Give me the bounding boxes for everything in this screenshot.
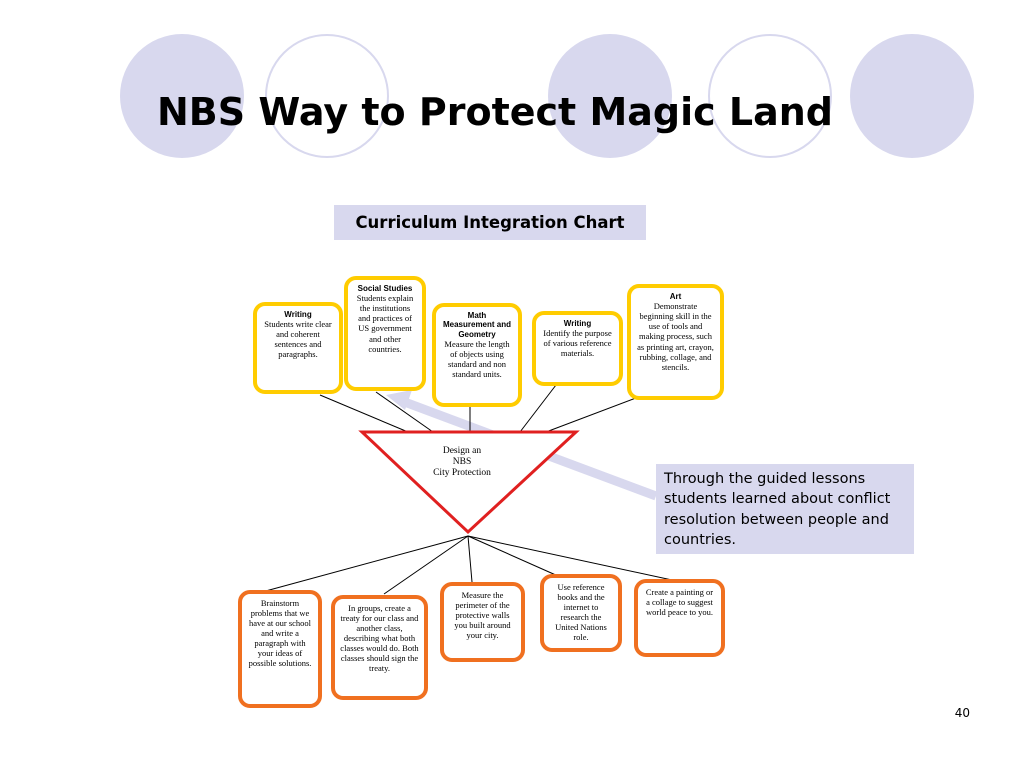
top-box-heading: Math Measurement and Geometry (442, 311, 512, 339)
top-box-writing-2: Writing Identify the purpose of various … (532, 311, 623, 386)
bottom-box-text: Use reference books and the internet to … (555, 582, 607, 643)
connector-bottom-5 (467, 535, 673, 581)
top-box-heading: Writing (563, 319, 592, 328)
connector-top-2 (375, 391, 434, 433)
top-box-text: Demonstrate beginning skill in the use o… (637, 301, 714, 372)
center-label: Design an NBS City Protection (410, 446, 514, 479)
top-box-text: Students explain the institutions and pr… (356, 293, 414, 354)
callout-arrow-head (386, 390, 412, 410)
bottom-box-research: Use reference books and the internet to … (540, 574, 622, 652)
decor-circle (120, 34, 244, 158)
chart-subtitle-text: Curriculum Integration Chart (355, 213, 625, 232)
top-box-text: Identify the purpose of various referenc… (543, 328, 612, 359)
decor-circle (265, 34, 389, 158)
bottom-box-treaty: In groups, create a treaty for our class… (331, 595, 428, 700)
center-label-line: Design an (442, 446, 482, 456)
decor-circle (548, 34, 672, 158)
bottom-box-perimeter: Measure the perimeter of the protective … (440, 582, 525, 662)
top-box-social-studies: Social Studies Students explain the inst… (344, 276, 426, 391)
center-triangle (358, 430, 580, 535)
top-box-writing: Writing Students write clear and coheren… (253, 302, 343, 394)
bottom-box-text: Measure the perimeter of the protective … (454, 590, 511, 641)
bottom-box-text: In groups, create a treaty for our class… (340, 603, 419, 674)
connector-bottom-2 (383, 535, 469, 595)
bottom-box-text: Brainstorm problems that we have at our … (248, 598, 312, 669)
center-label-line: City Protection (433, 467, 491, 478)
center-label-line: NBS (452, 456, 472, 467)
connector-top-4 (519, 384, 557, 433)
top-box-text: Measure the length of objects using stan… (444, 339, 510, 380)
bottom-box-text: Create a painting or a collage to sugges… (645, 587, 714, 618)
page-number: 40 (954, 706, 970, 720)
top-box-heading: Art (669, 292, 682, 301)
decor-circle (708, 34, 832, 158)
bottom-box-brainstorm: Brainstorm problems that we have at our … (238, 590, 322, 708)
callout-note-text: Through the guided lessons students lear… (664, 471, 891, 548)
connector-bottom-3 (467, 535, 473, 583)
top-box-art: Art Demonstrate beginning skill in the u… (627, 284, 724, 400)
top-box-heading: Social Studies (357, 284, 413, 293)
callout-note: Through the guided lessons students lear… (656, 464, 914, 554)
top-box-heading: Writing (284, 310, 312, 319)
chart-subtitle: Curriculum Integration Chart (334, 205, 646, 240)
bottom-box-painting: Create a painting or a collage to sugges… (634, 579, 725, 657)
top-box-math: Math Measurement and Geometry Measure th… (432, 303, 522, 407)
connector-bottom-1 (261, 535, 469, 593)
decor-circle (850, 34, 974, 158)
connector-top-5 (545, 397, 637, 433)
top-box-text: Students write clear and coherent senten… (264, 319, 332, 360)
connector-bottom-4 (467, 535, 559, 577)
slide-title: NBS Way to Protect Magic Land (156, 90, 833, 134)
connector-top-1 (319, 394, 409, 433)
